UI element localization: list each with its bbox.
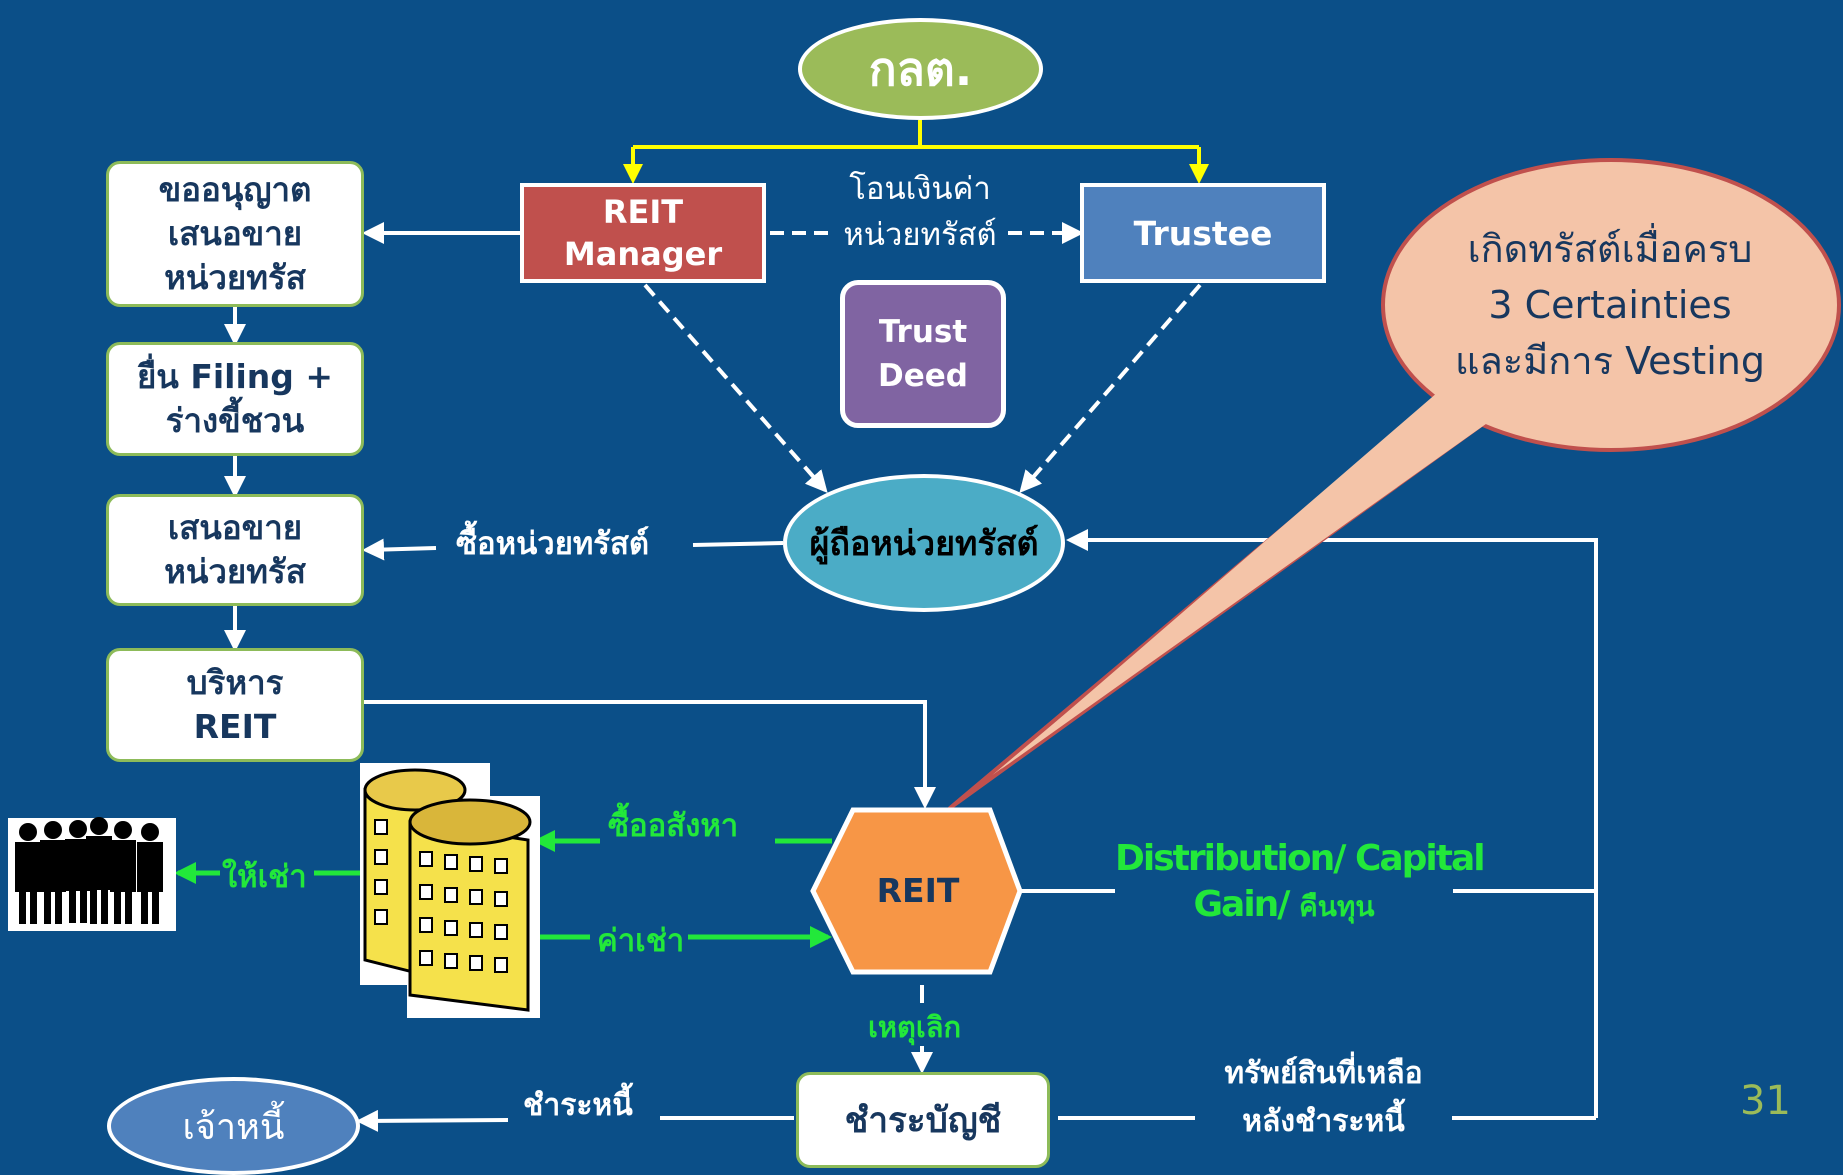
step4-line1: บริหาร — [186, 663, 284, 702]
rent-label: ค่าเช่า — [597, 923, 685, 959]
step1-line3: หน่วยทรัส — [164, 258, 306, 297]
distribution-line2b: คืนทุน — [1299, 890, 1375, 923]
reit-manager-line1: REIT — [602, 193, 684, 231]
step4-line2: REIT — [193, 707, 277, 746]
buy-property-label: ซื้ออสังหา — [608, 808, 739, 844]
callout-line2: 3 Certainties — [1488, 283, 1732, 327]
reit-manager-node: REIT Manager — [520, 183, 766, 283]
trust-deed-line1: Trust — [878, 314, 968, 350]
step-request-license: ขออนุญาต เสนอขาย หน่วยทรัส — [106, 161, 364, 307]
termination-label: เหตุเลิก — [868, 1010, 962, 1044]
buy-units-line-right — [692, 541, 784, 547]
step3-line1: เสนอขาย — [167, 508, 303, 547]
transfer-label-line2: หน่วยทรัสต์ — [843, 217, 997, 253]
sec-node: กลต. — [798, 18, 1043, 120]
step1-line2: เสนอขาย — [167, 214, 303, 253]
tenants-icon — [8, 817, 176, 931]
step1-line1: ขออนุญาต — [158, 170, 312, 209]
regulator-connector — [623, 120, 1209, 184]
trust-deed-line2: Deed — [878, 358, 968, 394]
loop-vertical-line — [1066, 529, 1598, 1118]
reit-label: REIT — [876, 870, 960, 910]
reit-hexagon — [810, 807, 1023, 975]
manage-to-reit-line — [364, 700, 936, 809]
buildings-icon — [360, 763, 540, 1018]
trustee-node: Trustee — [1080, 183, 1326, 283]
page-number: 31 — [1740, 1078, 1791, 1124]
unitholders-node: ผู้ถือหน่วยทรัสต์ — [783, 474, 1065, 612]
trust-deed-node: Trust Deed — [840, 280, 1006, 428]
repay-label: ชำระหนี้ — [523, 1088, 633, 1123]
creditor-node: เจ้าหนี้ — [107, 1077, 360, 1175]
callout-line1: เกิดทรัสต์เมื่อครบ — [1467, 227, 1753, 271]
step2-line2: ร่างขี้ชวน — [165, 401, 305, 440]
repay-line-left — [356, 1109, 509, 1132]
sec-label: กลต. — [868, 41, 973, 96]
step-manage-reit: บริหาร REIT — [106, 648, 364, 762]
step-offer-units: เสนอขาย หน่วยทรัส — [106, 494, 364, 606]
transfer-label-line1: โอนเงินค่า — [849, 171, 991, 207]
liquidation-label: ชำระบัญชี — [844, 1100, 1002, 1141]
distribution-line1: Distribution/ Capital — [1115, 838, 1486, 879]
reit-manager-line2: Manager — [563, 235, 723, 273]
liquidation-node: ชำระบัญชี — [796, 1072, 1050, 1168]
callout-line3: และมีการ Vesting — [1455, 339, 1765, 383]
distribution-label: Distribution/ Capital Gain/ คืนทุน — [1115, 836, 1486, 930]
lease-label: ให้เช่า — [222, 859, 307, 895]
step3-line2: หน่วยทรัส — [164, 552, 306, 591]
transfer-label: โอนเงินค่า หน่วยทรัสต์ — [832, 166, 1008, 258]
trustee-label: Trustee — [1133, 213, 1273, 253]
remaining-assets-line2: หลังชำระหนี้ — [1242, 1104, 1405, 1139]
unitholders-label: ผู้ถือหน่วยทรัสต์ — [809, 524, 1039, 564]
callout-bubble — [948, 158, 1841, 810]
step2-line1: ยื่น Filing + — [136, 357, 334, 396]
buy-units-line-left — [362, 538, 437, 561]
step-filing: ยื่น Filing + ร่างขี้ชวน — [106, 342, 364, 456]
remaining-assets-line1: ทรัพย์สินที่เหลือ — [1224, 1056, 1423, 1091]
trustee-to-unitholders-dash — [1019, 283, 1202, 494]
callout-text: เกิดทรัสต์เมื่อครบ 3 Certainties และมีกา… — [1410, 215, 1810, 395]
distribution-line2a: Gain/ — [1193, 884, 1291, 925]
remaining-assets-label: ทรัพย์สินที่เหลือ หลังชำระหนี้ — [1195, 1050, 1452, 1146]
creditor-label: เจ้าหนี้ — [182, 1106, 285, 1148]
manager-to-unitholders-dash — [643, 283, 828, 494]
buy-units-label: ซื้อหน่วยทรัสต์ — [456, 526, 649, 562]
